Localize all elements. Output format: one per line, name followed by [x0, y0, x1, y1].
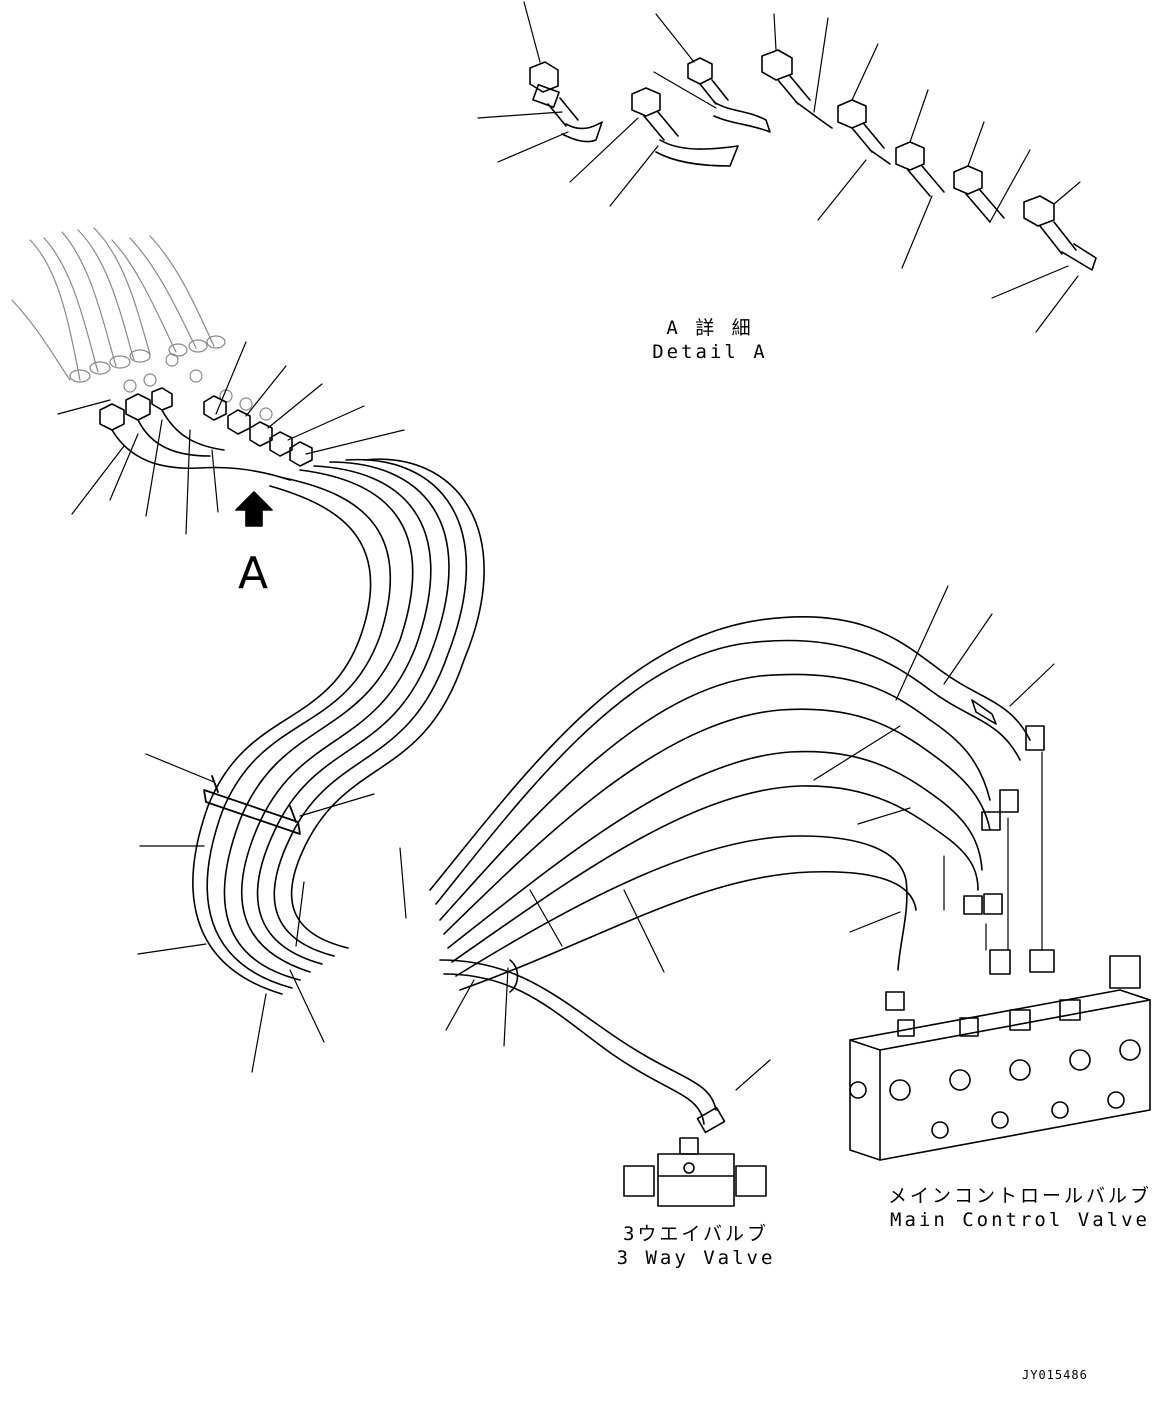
detail-a-illustration [478, 2, 1096, 332]
three-way-valve-illustration [624, 1138, 766, 1206]
hose-end-fittings [886, 700, 1044, 1010]
detail-a-fitting-7 [954, 166, 1004, 222]
hose-clamp [204, 776, 300, 834]
detail-a-title-jp: A 詳 細 [666, 317, 754, 339]
detail-a-fitting-5 [838, 100, 890, 164]
main-control-valve-label-en: Main Control Valve [890, 1209, 1150, 1231]
three-way-valve-label-jp: 3ウエイバルブ [622, 1223, 770, 1245]
detail-a-fitting-4 [762, 50, 832, 128]
main-control-valve-illustration [850, 950, 1150, 1160]
leader-lines [58, 342, 1054, 1090]
detail-a-fitting-8 [1024, 196, 1096, 270]
detail-a-title-en: Detail A [652, 341, 768, 363]
three-way-valve-label-en: 3 Way Valve [616, 1247, 776, 1269]
detail-a-leaders [478, 2, 1080, 332]
hose-to-3way-valve [440, 960, 725, 1132]
drawing-code: JY015486 [1022, 1368, 1088, 1382]
background-hoses [12, 228, 272, 420]
main-control-valve-label-jp: メインコントロールバルブ [887, 1185, 1152, 1207]
detail-a-fitting-1 [530, 62, 602, 142]
right-hoses [430, 617, 1030, 990]
hose-bundle [193, 459, 484, 994]
detail-a-fitting-6 [896, 142, 944, 196]
view-arrow-a [236, 492, 272, 526]
view-marker-label: A [238, 548, 269, 599]
detail-a-fitting-2 [688, 58, 770, 132]
top-fittings [100, 388, 312, 480]
detail-a-fitting-3 [632, 88, 738, 166]
